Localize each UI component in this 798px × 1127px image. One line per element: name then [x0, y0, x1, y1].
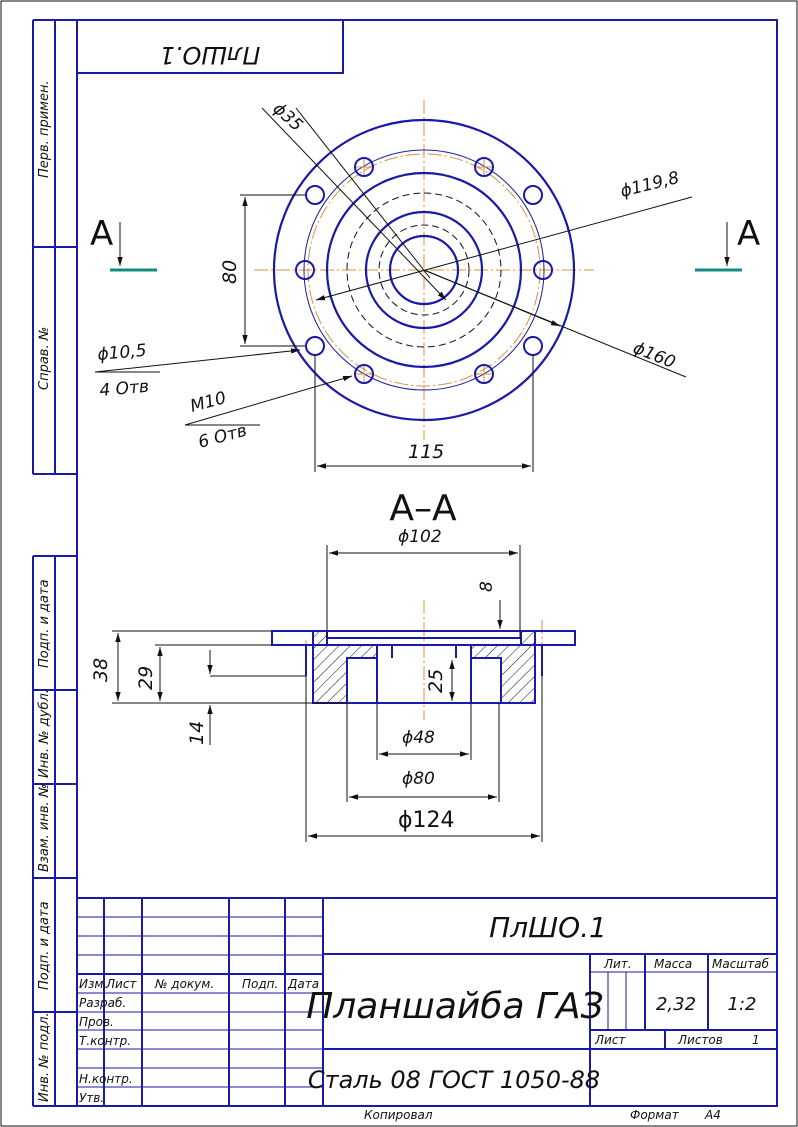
dim-d48: ϕ48	[402, 728, 435, 748]
tb-material: Сталь 08 ГОСТ 1050-88	[308, 1066, 600, 1094]
tb-col-list: Лист	[105, 977, 137, 991]
side-label-vzam: Взам. инв. №	[37, 784, 52, 872]
dim-m10: M10	[188, 388, 228, 417]
outer-flange-circle	[272, 118, 576, 422]
bore-circle	[388, 234, 460, 306]
tb-col-date: Дата	[287, 977, 319, 991]
tb-row-utv: Утв.	[79, 1091, 104, 1105]
dim-6-holes: 6 Отв	[196, 421, 249, 453]
dim-d35: ϕ35	[269, 99, 307, 136]
dim-d119: ϕ119,8	[618, 168, 681, 202]
dim-d160: ϕ160	[630, 338, 678, 373]
side-label-podp2: Подп. и дата	[37, 901, 52, 990]
tb-sheet-label: Лист	[594, 1033, 626, 1047]
dim-38: 38	[90, 658, 112, 682]
top-view: ϕ35 ϕ119,8 ϕ160 80 ϕ10,5 4 Отв M10 6 Отв…	[90, 99, 760, 472]
side-labels: Перв. примен. Справ. № Подп. и дата Инв.…	[37, 80, 52, 1102]
footer: Копировал Формат A4	[364, 1108, 721, 1122]
tb-col-doc: № докум.	[154, 977, 214, 991]
dim-d10-5: ϕ10,5	[97, 341, 148, 365]
side-label-podp1: Подп. и дата	[37, 579, 52, 668]
dim-29: 29	[135, 666, 157, 690]
side-label-sprav: Справ. №	[37, 327, 52, 390]
tb-col-podp: Подп.	[242, 977, 278, 991]
tb-lit-label: Лит.	[603, 957, 632, 971]
tb-part-name: Планшайба ГАЗ	[306, 986, 604, 1027]
side-label-inv-podl: Инв. № подл.	[37, 1012, 52, 1102]
section-view: A–A	[90, 488, 576, 842]
dim-14: 14	[186, 721, 208, 745]
dim-115: 115	[408, 441, 444, 463]
tb-row-tkontr: Т.контр.	[79, 1034, 131, 1048]
tb-row-razrab: Разраб.	[79, 996, 126, 1010]
tb-scale-label: Масштаб	[712, 957, 770, 971]
dim-d80: ϕ80	[402, 769, 435, 789]
dim-8: 8	[477, 581, 497, 592]
side-label-perv: Перв. примен.	[37, 80, 52, 178]
footer-copied: Копировал	[364, 1108, 433, 1122]
tb-row-nkontr: Н.контр.	[79, 1072, 133, 1086]
tb-col-izm: Изм.	[79, 977, 107, 991]
footer-format-label: Формат	[630, 1108, 680, 1122]
top-stamp: ПлШО.1	[76, 19, 344, 74]
footer-format-value: A4	[704, 1108, 721, 1122]
tb-sheets-value: 1	[752, 1033, 760, 1047]
side-label-inv-dubl: Инв. № дубл.	[37, 689, 52, 778]
title-block: ПлШО.1 Планшайба ГАЗ Сталь 08 ГОСТ 1050-…	[77, 897, 777, 1106]
section-title: A–A	[389, 488, 457, 529]
tb-sheets-label: Листов	[677, 1033, 723, 1047]
tb-designation: ПлШО.1	[489, 911, 607, 944]
dim-d102: ϕ102	[398, 527, 442, 547]
dim-25: 25	[425, 669, 447, 693]
dim-4-holes: 4 Отв	[99, 377, 150, 401]
section-mark-right: A	[737, 214, 760, 254]
dim-80: 80	[219, 260, 241, 284]
tb-mass-label: Масса	[654, 957, 692, 971]
section-mark-left: A	[90, 214, 113, 254]
tb-mass-value: 2,32	[656, 994, 696, 1015]
dim-d124: ϕ124	[398, 808, 455, 833]
top-stamp-text: ПлШО.1	[160, 41, 261, 69]
bolt-holes	[295, 157, 553, 384]
tb-scale-value: 1:2	[728, 994, 757, 1015]
tb-row-prov: Пров.	[79, 1015, 114, 1029]
